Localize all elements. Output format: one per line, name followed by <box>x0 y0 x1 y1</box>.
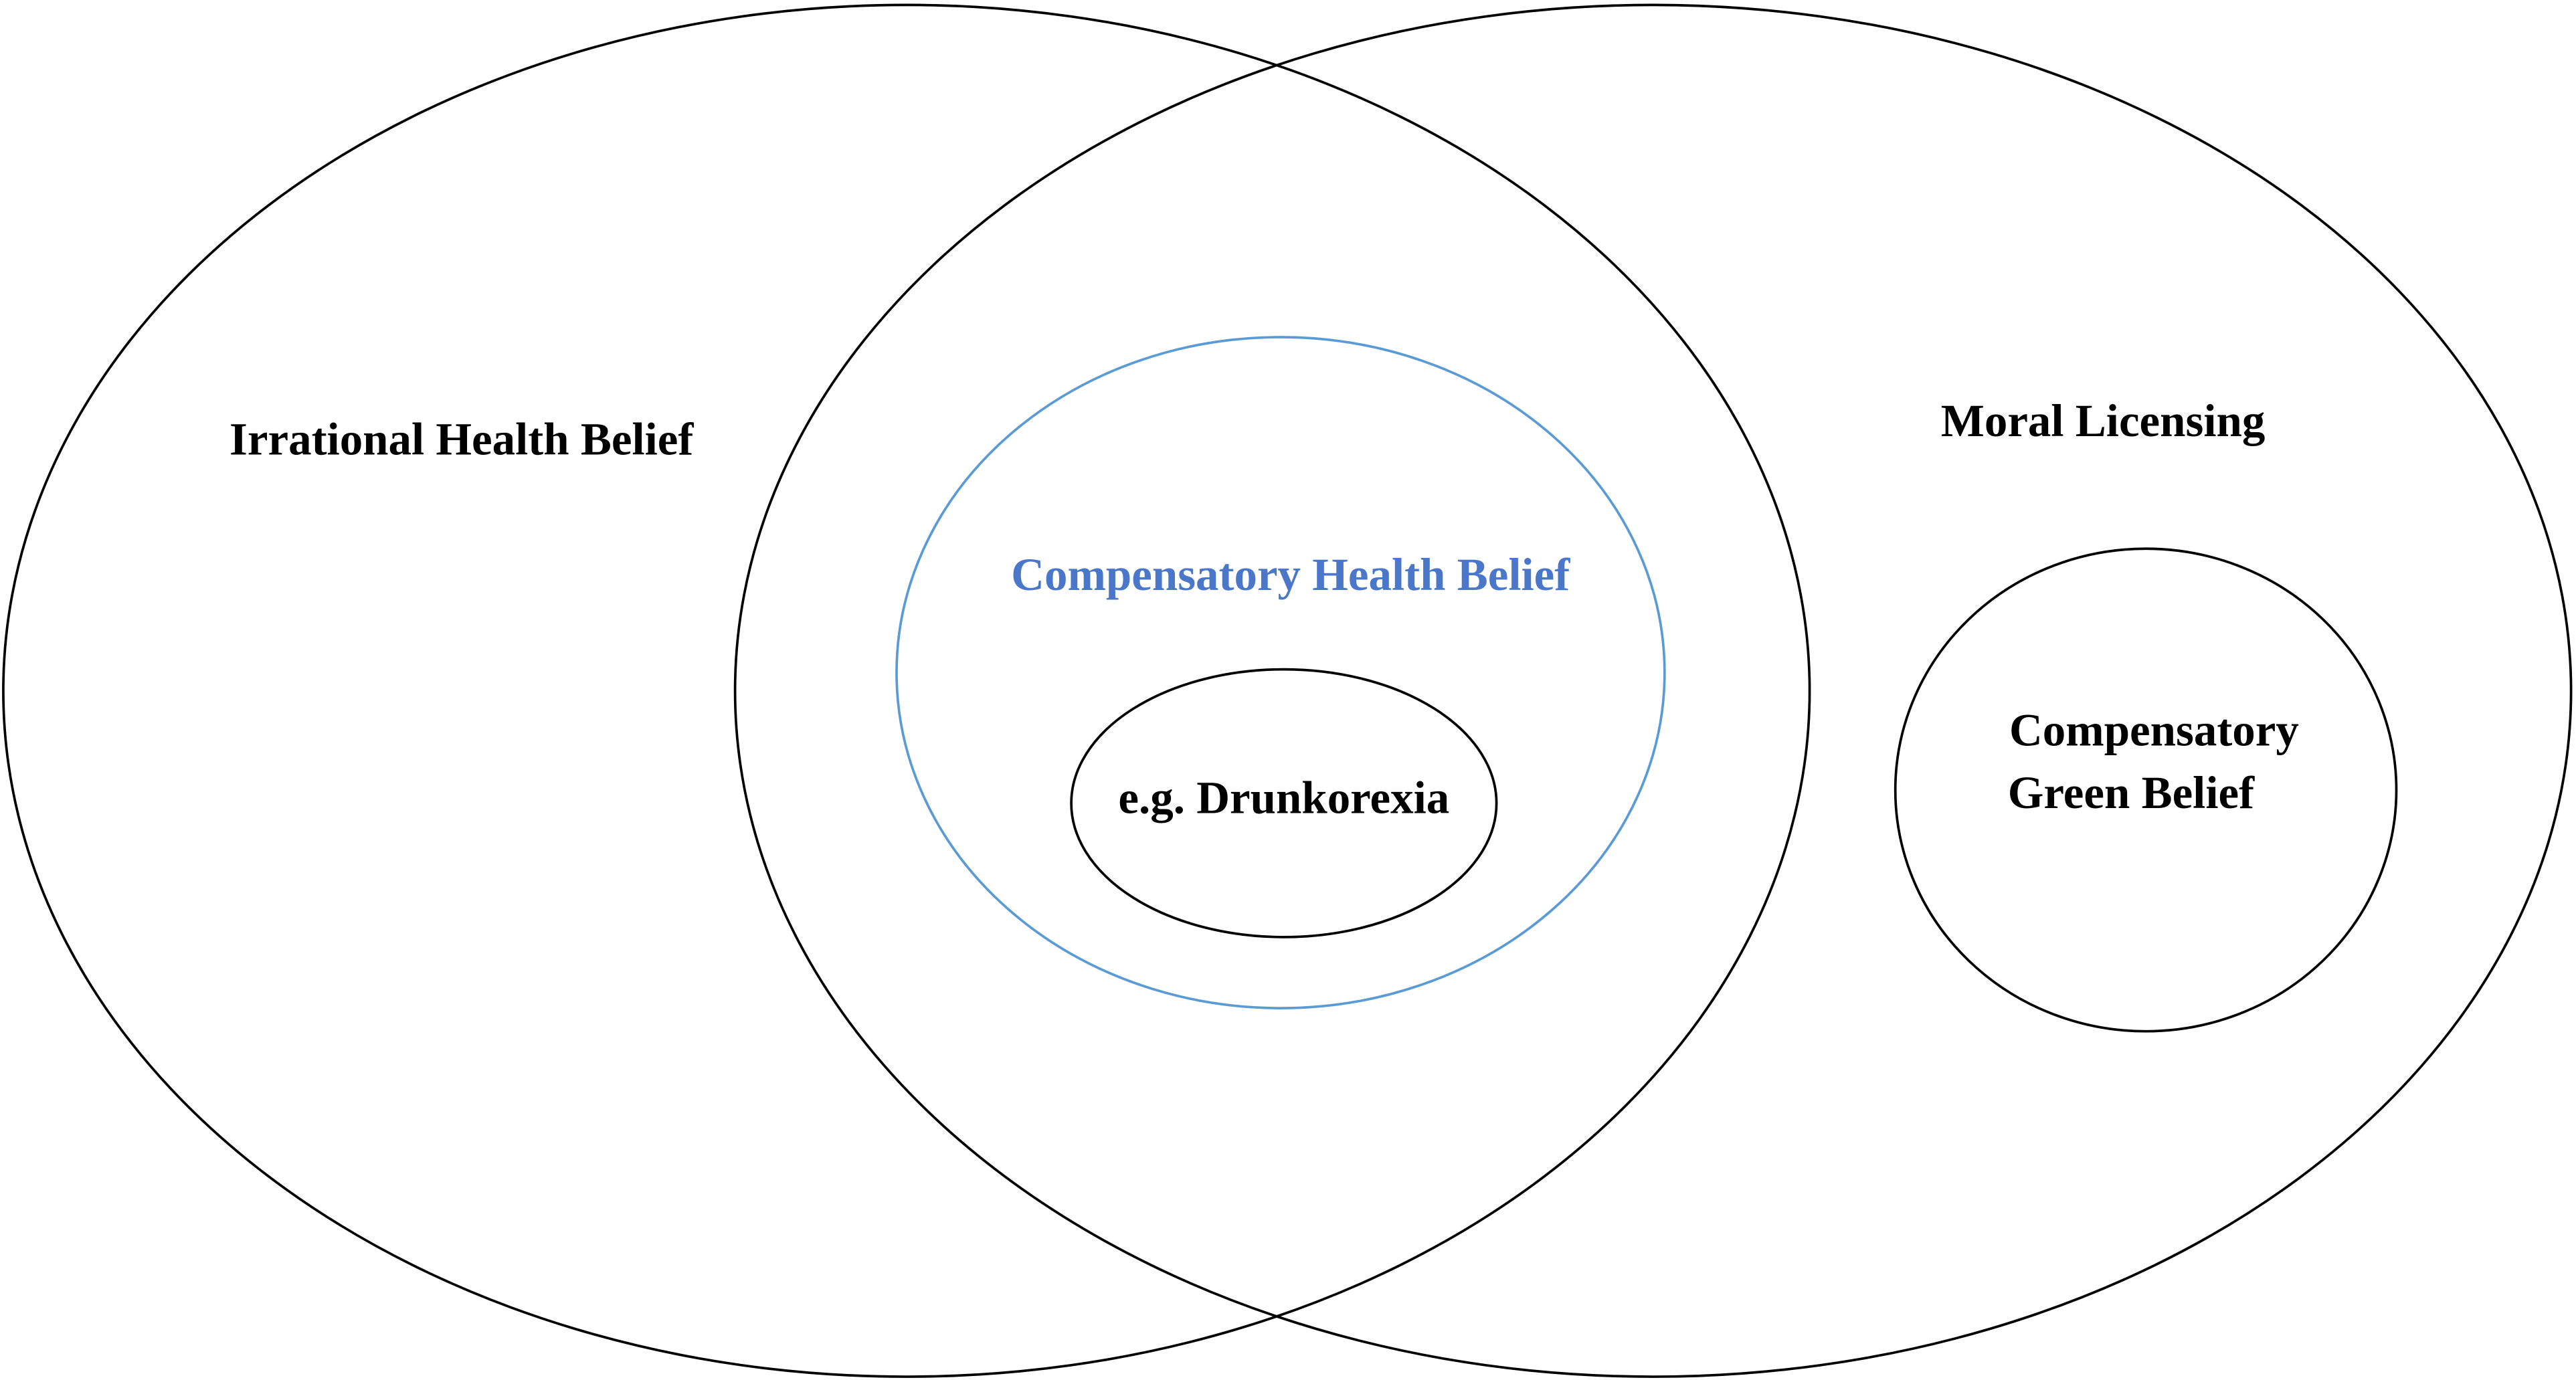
compensatory-green-belief-circle <box>1894 547 2398 1033</box>
drunkorexia-ellipse <box>1070 668 1498 939</box>
moral-licensing-ellipse <box>733 3 2573 1378</box>
compensatory-green-belief-label-line1: Compensatory <box>2009 704 2299 755</box>
moral-licensing-label: Moral Licensing <box>1941 395 2266 446</box>
irrational-health-belief-label: Irrational Health Belief <box>229 413 694 464</box>
compensatory-health-belief-ellipse <box>895 336 1666 1009</box>
compensatory-health-belief-label: Compensatory Health Belief <box>1011 549 1570 600</box>
drunkorexia-label: e.g. Drunkorexia <box>1118 771 1449 823</box>
irrational-health-belief-ellipse <box>2 3 1811 1378</box>
compensatory-green-belief-label-line2: Green Belief <box>2008 767 2255 818</box>
